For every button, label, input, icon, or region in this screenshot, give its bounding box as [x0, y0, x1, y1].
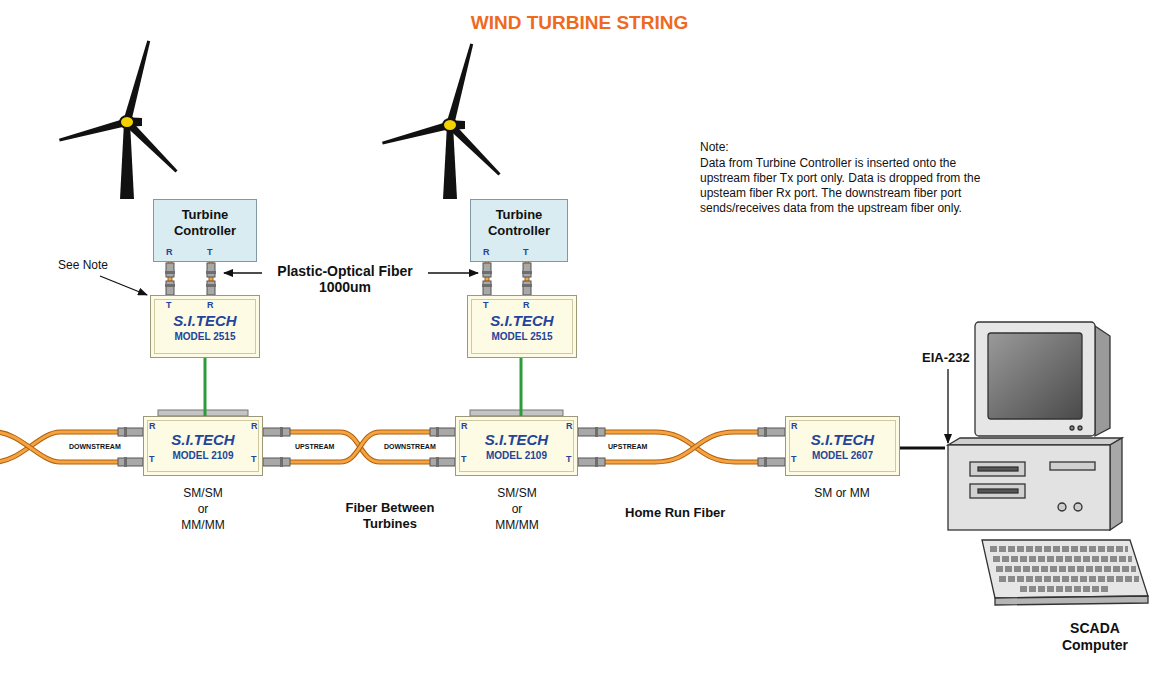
pin-label: T	[483, 300, 489, 311]
pin-label: R	[207, 300, 214, 311]
connector-line	[900, 447, 945, 450]
pin-label: T	[566, 454, 572, 465]
pin-label: T	[523, 247, 529, 258]
direction-label: DOWNSTREAM	[383, 442, 437, 451]
connector-line	[578, 432, 785, 462]
leader-arrow	[947, 369, 948, 443]
fiber-label: Fiber Between Turbines	[328, 500, 452, 532]
note-text: Note:	[700, 140, 729, 155]
pin-label: T	[207, 247, 213, 258]
note-text: Data from Turbine Controller is inserted…	[700, 156, 990, 216]
pin-label: R	[149, 421, 156, 432]
connector-line	[204, 358, 207, 416]
modem-box: S.I.TECHMODEL 2607	[785, 416, 900, 476]
connector-line	[578, 432, 785, 462]
pin-label: R	[523, 300, 530, 311]
fiber-type-label: or	[143, 502, 263, 517]
node-subtitle: MODEL 2109	[173, 449, 234, 462]
pin-label: R	[566, 421, 573, 432]
connector-line	[263, 432, 455, 462]
connector-line	[578, 432, 785, 462]
node-title: Turbine Controller	[475, 207, 563, 239]
node-subtitle: MODEL 2515	[175, 330, 236, 343]
fiber-type-label: MM/MM	[143, 518, 263, 533]
fiber-type-label: SM or MM	[782, 486, 902, 501]
note-text: See Note	[58, 258, 108, 273]
plug-collar	[124, 271, 767, 467]
fiber-type-label: MM/MM	[457, 518, 577, 533]
diagram-title: WIND TURBINE STRING	[0, 12, 1159, 34]
fiber-cable	[578, 432, 785, 462]
node-subtitle: MODEL 2607	[812, 449, 873, 462]
node-subtitle: MODEL 2515	[492, 330, 553, 343]
fiber-plug	[118, 263, 785, 466]
fiber-type-label: SM/SM	[143, 486, 263, 501]
pin-label: R	[166, 247, 173, 258]
connector-line	[520, 358, 523, 416]
data-cable	[205, 358, 206, 416]
node-title: S.I.TECH	[485, 431, 548, 449]
pin-label: R	[461, 421, 468, 432]
fiber-type-label: or	[457, 502, 577, 517]
pin-label: T	[166, 300, 172, 311]
pin-label: R	[791, 421, 798, 432]
connector-line	[263, 432, 455, 462]
connector-line	[578, 432, 785, 462]
fiber-cable	[578, 432, 785, 462]
node-subtitle: MODEL 2109	[486, 449, 547, 462]
connector-line	[263, 432, 455, 462]
connector-line	[263, 432, 455, 462]
leader-arrow	[100, 276, 147, 295]
leader-arrow	[224, 272, 262, 273]
leader-arrow	[428, 272, 478, 273]
node-title: S.I.TECH	[490, 312, 553, 330]
serial-cable	[900, 448, 945, 449]
fiber-cable	[263, 432, 455, 462]
signal-label: Home Run Fiber	[625, 505, 725, 521]
repeater-box: S.I.TECHMODEL 2109	[455, 416, 578, 476]
pin-label: T	[149, 454, 155, 465]
computer-illustration	[948, 322, 1148, 605]
node-title: Turbine Controller	[158, 207, 252, 239]
node-title: S.I.TECH	[171, 431, 234, 449]
data-cable	[521, 358, 522, 416]
fiber-type-label: SM/SM	[457, 486, 577, 501]
fiber-cable	[263, 432, 455, 462]
direction-label: DOWNSTREAM	[68, 442, 122, 451]
direction-label: UPSTREAM	[607, 442, 648, 451]
node-title: S.I.TECH	[811, 431, 874, 449]
pin-label: T	[461, 454, 467, 465]
pin-label: T	[251, 454, 257, 465]
direction-label: UPSTREAM	[294, 442, 335, 451]
repeater-box: S.I.TECHMODEL 2109	[143, 416, 263, 476]
computer-node: SCADA Computer	[945, 330, 1150, 660]
pin-label: R	[483, 247, 490, 258]
node-title: SCADA Computer	[1047, 620, 1143, 654]
fiber-label: Plastic-Optical Fiber 1000um	[262, 263, 428, 295]
wind-turbine	[58, 40, 179, 199]
pin-label: R	[251, 421, 258, 432]
signal-label: EIA-232	[922, 350, 970, 366]
wind-turbine	[381, 43, 502, 199]
node-title: S.I.TECH	[173, 312, 236, 330]
pin-label: T	[791, 454, 797, 465]
